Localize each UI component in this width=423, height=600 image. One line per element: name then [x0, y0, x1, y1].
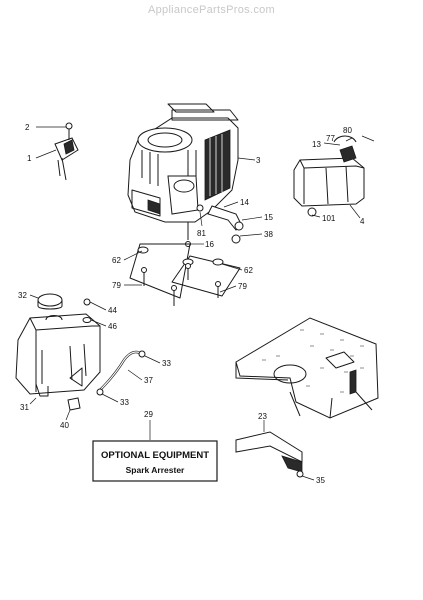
callout-62-right: 62 [244, 266, 253, 275]
engine-assembly[interactable] [127, 103, 239, 223]
callout-15: 15 [264, 213, 273, 222]
callout-33-top: 33 [162, 359, 171, 368]
callout-44: 44 [108, 306, 117, 315]
callout-35: 35 [316, 476, 325, 485]
optional-equipment-subtitle: Spark Arrester [126, 465, 185, 475]
optional-equipment-box: OPTIONAL EQUIPMENT Spark Arrester [92, 440, 218, 482]
callout-46: 46 [108, 322, 117, 331]
callout-77: 77 [326, 134, 335, 143]
callout-38: 38 [264, 230, 273, 239]
throttle-control-assembly[interactable] [54, 122, 79, 181]
callout-31: 31 [20, 403, 29, 412]
callout-79-right: 79 [238, 282, 247, 291]
mounting-hardware[interactable] [129, 243, 241, 306]
callout-40: 40 [60, 421, 69, 430]
muffler-assembly[interactable] [293, 135, 365, 217]
callout-2: 2 [25, 123, 30, 132]
callout-37: 37 [144, 376, 153, 385]
heat-shield[interactable] [235, 431, 304, 478]
callout-1: 1 [27, 154, 32, 163]
callout-23: 23 [258, 412, 267, 421]
callout-3: 3 [256, 156, 261, 165]
callout-29: 29 [144, 410, 153, 419]
callout-13: 13 [312, 140, 321, 149]
callout-62-left: 62 [112, 256, 121, 265]
callout-81: 81 [197, 229, 206, 238]
callout-33-bottom: 33 [120, 398, 129, 407]
callout-14: 14 [240, 198, 249, 207]
frame-plate[interactable] [235, 317, 379, 419]
fuel-tank-assembly[interactable] [15, 293, 101, 397]
callout-101: 101 [322, 214, 336, 223]
leader-lines [29, 126, 375, 481]
callout-80: 80 [343, 126, 352, 135]
watermark: AppliancePartsPros.com [147, 4, 276, 16]
optional-equipment-title: OPTIONAL EQUIPMENT [101, 450, 209, 461]
fuel-line[interactable] [96, 350, 146, 396]
callout-32: 32 [18, 291, 27, 300]
callout-4: 4 [360, 217, 365, 226]
callout-labels: 2 1 3 80 77 13 14 15 101 4 81 38 16 62 6… [18, 123, 365, 485]
callout-16: 16 [205, 240, 214, 249]
callout-79-left: 79 [112, 281, 121, 290]
